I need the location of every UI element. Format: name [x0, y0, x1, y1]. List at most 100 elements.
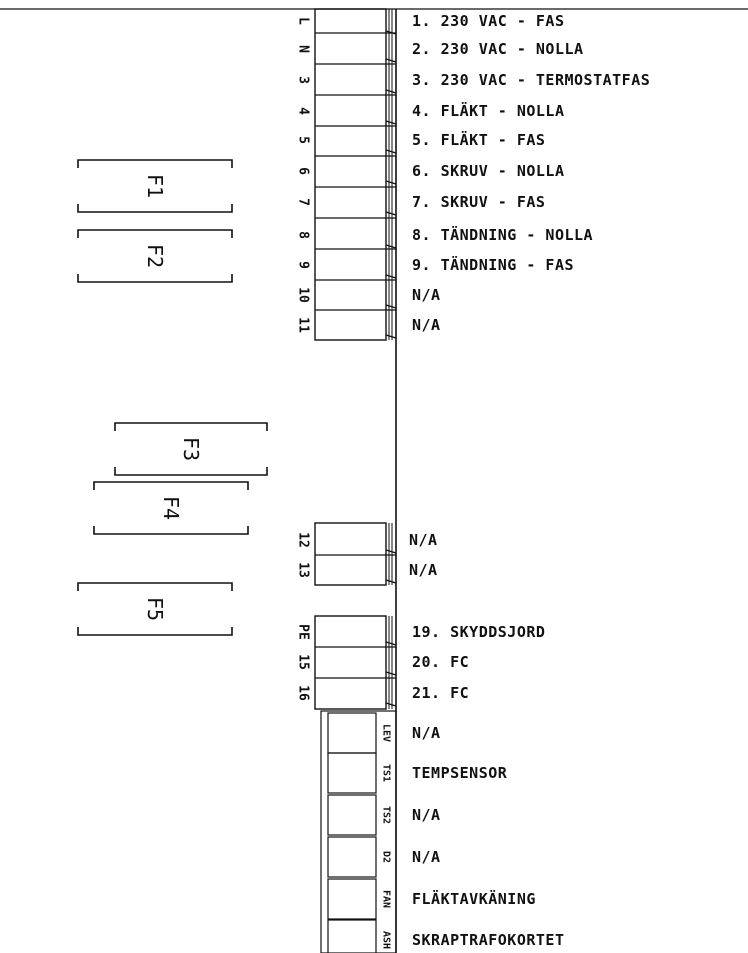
fuse-holder: F5	[77, 582, 233, 636]
terminal-row: TS2 N/A	[327, 794, 441, 836]
sensor-terminal-box	[327, 712, 377, 754]
terminal-pin-label: 6	[296, 167, 311, 175]
terminal-description: 3. 230 VAC - TERMOSTATFAS	[412, 71, 650, 89]
fuse-bracket-bottom	[93, 526, 249, 535]
terminal-wire	[385, 149, 397, 154]
fuse-bracket-bottom	[114, 467, 268, 476]
terminal-description: 5. FLÄKT - FAS	[412, 130, 545, 149]
terminal-pin-label: 13	[296, 562, 311, 578]
terminal-pin-label: LEV	[381, 724, 392, 742]
terminal-description: N/A	[412, 848, 441, 866]
terminal-row: 9 9. TÄNDNING - FAS	[296, 255, 574, 279]
terminal-description: 6. SKRUV - NOLLA	[412, 162, 565, 180]
fuse-bracket-top	[77, 582, 233, 591]
terminal-row: 5 5. FLÄKT - FAS	[296, 130, 545, 154]
terminal-pin-label: D2	[381, 851, 392, 863]
terminal-row: 15 20. FC	[296, 653, 469, 676]
terminal-pin-label: 5	[296, 136, 311, 144]
terminal-wire	[385, 58, 397, 63]
terminal-wire	[385, 579, 397, 584]
terminal-pin-label: 9	[296, 261, 311, 269]
terminal-description: 2. 230 VAC - NOLLA	[412, 40, 584, 58]
fuse-label: F5	[143, 597, 167, 621]
terminal-pin-label: 16	[296, 685, 311, 701]
terminal-pin-label: 15	[296, 654, 311, 670]
fuse-bracket-bottom	[77, 204, 233, 213]
terminal-block-middle	[314, 522, 387, 586]
terminal-row: N 2. 230 VAC - NOLLA	[296, 40, 584, 63]
terminal-description: N/A	[412, 806, 441, 824]
fuse-label: F2	[143, 244, 167, 268]
terminal-wire	[385, 30, 397, 35]
terminal-row: FAN FLÄKTAVKÄNING	[327, 878, 536, 920]
terminal-wire	[385, 549, 397, 554]
terminal-wire	[385, 120, 397, 125]
terminal-block-sensor	[320, 710, 397, 953]
terminal-description: N/A	[409, 561, 438, 579]
fuse-holder: F1	[77, 159, 233, 213]
terminal-row: 13 N/A	[296, 561, 438, 584]
terminal-row: 4 4. FLÄKT - NOLLA	[296, 101, 565, 125]
fuse-bracket-top	[77, 159, 233, 168]
terminal-pin-label: L	[296, 17, 311, 25]
terminal-wire	[385, 180, 397, 185]
terminal-block-upper	[314, 8, 387, 341]
terminal-row: PE 19. SKYDDSJORD	[296, 623, 545, 646]
terminal-row: 11 N/A	[296, 316, 441, 339]
terminal-wire	[385, 274, 397, 279]
terminal-description: SKRAPTRAFOKORTET	[412, 931, 565, 949]
sensor-terminal-box	[327, 836, 377, 878]
terminal-pin-label: 7	[296, 198, 311, 206]
terminal-description: FLÄKTAVKÄNING	[412, 889, 536, 908]
terminal-wire	[385, 641, 397, 646]
terminal-pin-label: 8	[296, 231, 311, 239]
terminal-wire	[385, 89, 397, 94]
terminal-row: 16 21. FC	[296, 684, 469, 707]
sensor-terminal-box	[327, 752, 377, 794]
fuse-bracket-top	[77, 229, 233, 238]
terminal-description: N/A	[412, 316, 441, 334]
terminal-wire	[385, 244, 397, 249]
terminal-wire	[385, 304, 397, 309]
terminal-row: ASH SKRAPTRAFOKORTET	[327, 919, 565, 953]
terminal-description: 4. FLÄKT - NOLLA	[412, 101, 565, 120]
terminal-pin-label: 11	[296, 317, 311, 333]
fuse-holder: F3	[114, 422, 268, 476]
terminal-description: 19. SKYDDSJORD	[412, 623, 545, 641]
sensor-terminal-box	[327, 878, 377, 920]
terminal-wire	[385, 671, 397, 676]
terminal-pin-label: TS2	[381, 806, 392, 824]
terminal-pin-label: PE	[296, 624, 311, 640]
terminal-description: N/A	[412, 724, 441, 742]
terminal-row: 6 6. SKRUV - NOLLA	[296, 162, 565, 185]
terminal-pin-label: 4	[296, 107, 311, 115]
fuse-bracket-top	[114, 422, 268, 431]
sensor-terminal-box	[327, 919, 377, 953]
terminal-description: 21. FC	[412, 684, 469, 702]
terminal-description: 9. TÄNDNING - FAS	[412, 255, 574, 274]
terminal-pin-label: N	[296, 45, 311, 53]
terminal-row: LEV N/A	[327, 712, 441, 754]
terminal-pin-label: 12	[296, 532, 311, 548]
fuse-bracket-bottom	[77, 627, 233, 636]
terminal-wire	[385, 334, 397, 339]
terminal-row: 8 8. TÄNDNING - NOLLA	[296, 225, 593, 249]
terminal-pin-label: TS1	[381, 764, 392, 782]
terminal-row: 7 7. SKRUV - FAS	[296, 193, 545, 216]
terminal-description: 7. SKRUV - FAS	[412, 193, 545, 211]
terminal-pin-label: FAN	[381, 890, 392, 908]
terminal-description: 8. TÄNDNING - NOLLA	[412, 225, 593, 244]
terminal-row: D2 N/A	[327, 836, 441, 878]
fuse-bracket-bottom	[77, 274, 233, 283]
fuse-label: F1	[143, 174, 167, 198]
terminal-description: N/A	[412, 286, 441, 304]
terminal-description: 20. FC	[412, 653, 469, 671]
terminal-pin-label: ASH	[381, 931, 392, 949]
